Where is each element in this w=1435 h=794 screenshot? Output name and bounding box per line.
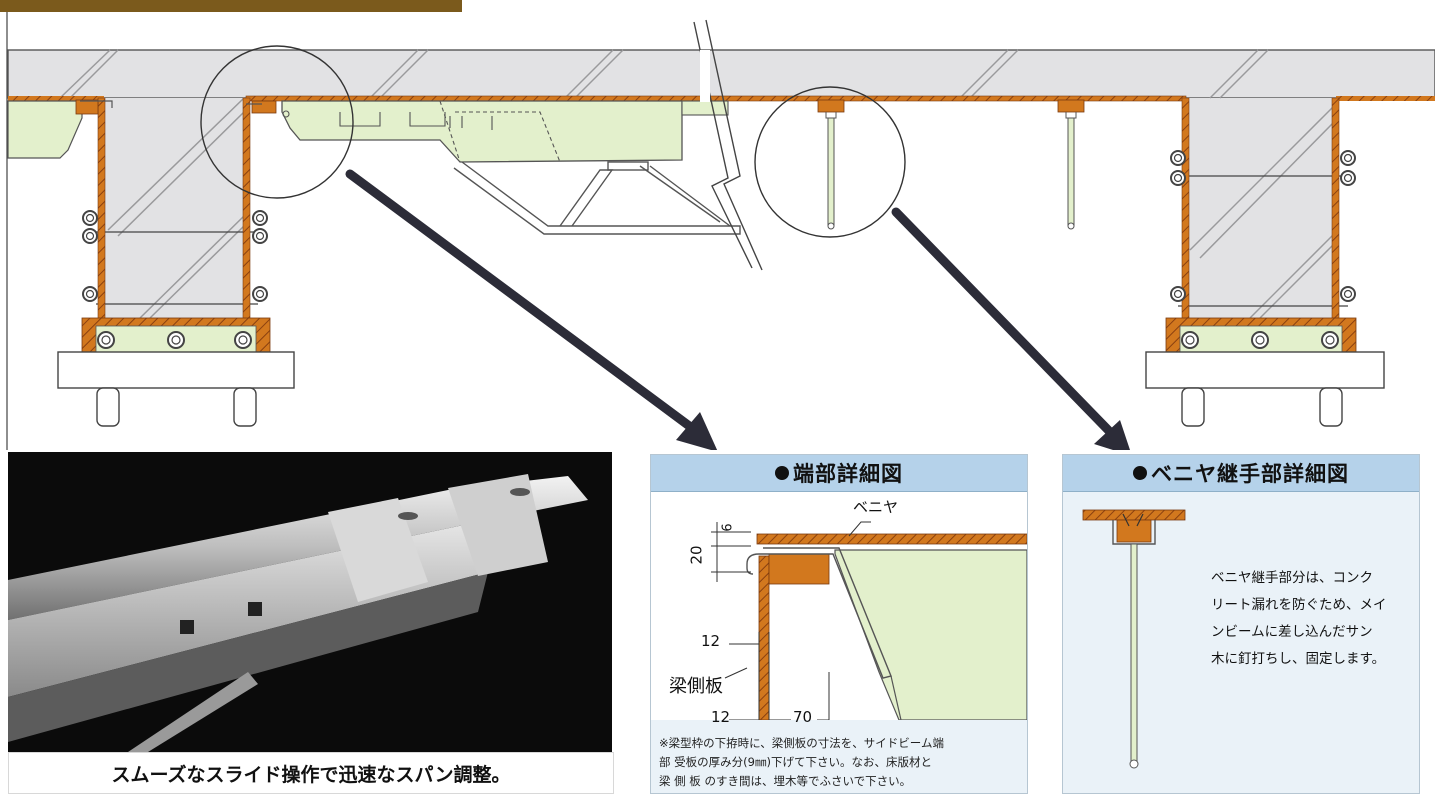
bullet-icon — [775, 466, 789, 480]
left-support-block — [57, 351, 295, 389]
joint-detail-header: ベニヤ継手部詳細図 — [1063, 455, 1419, 492]
left-beam-concrete — [104, 98, 244, 320]
main-beam-hangers — [817, 99, 1085, 230]
left-edge-beam — [7, 100, 83, 159]
top-photo-fragment — [0, 0, 462, 12]
joint-detail-description: ベニヤ継手部分は、コンク リート漏れを防ぐため、メイ ンビームに差し込んだサン … — [1211, 565, 1387, 673]
side-plate-label: 梁側板 — [669, 676, 723, 697]
end-detail-drawing-area: ベニヤ 9 20 12 梁側板 12 70 — [651, 492, 1028, 728]
dim-12-bottom: 12 — [711, 708, 731, 726]
break-line — [693, 21, 753, 269]
steel-pipes — [82, 150, 1356, 349]
end-detail-magnifier — [200, 45, 354, 199]
dim-12-top: 12 — [701, 632, 721, 650]
tie-lines — [96, 175, 1348, 307]
plywood-label: ベニヤ — [853, 498, 899, 516]
joint-detail-magnifier — [754, 86, 906, 238]
formwork-section-drawing — [0, 0, 1435, 450]
end-detail-header: 端部詳細図 — [651, 455, 1027, 492]
slab-plywood — [245, 95, 1187, 102]
joint-detail-drawing — [1082, 509, 1186, 769]
note-line: 部 受板の厚み分(9㎜)下げて下さい。なお、床版材と — [659, 755, 932, 769]
end-detail-note: ※梁型枠の下拵時に、梁側板の寸法を、サイドビーム端 部 受板の厚み分(9㎜)下げ… — [651, 720, 1027, 791]
slide-beam-photo-illustration — [8, 474, 588, 752]
slide-beam-photo — [8, 452, 612, 752]
end-detail-title: 端部詳細図 — [793, 462, 903, 486]
desc-line: リート漏れを防ぐため、メイ — [1211, 597, 1387, 613]
right-beam-concrete — [1188, 98, 1334, 320]
dim-70: 70 — [793, 708, 813, 726]
desc-line: 木に釘打ちし、固定します。 — [1211, 651, 1386, 667]
concrete-hatch — [59, 49, 1335, 319]
left-beam-side-plate-left — [97, 97, 106, 325]
note-line: ※梁型枠の下拵時に、梁側板の寸法を、サイドビーム端 — [659, 736, 944, 750]
end-detail-panel: 端部詳細図 — [650, 454, 1028, 794]
right-beam-side-plate-right — [1331, 97, 1340, 325]
left-beam-side-plate-right — [242, 97, 251, 325]
bullet-icon — [1133, 466, 1147, 480]
desc-line: ンビームに差し込んだサン — [1211, 624, 1373, 640]
photo-caption: スムーズなスライド操作で迅速なスパン調整。 — [8, 752, 614, 794]
dim-20: 20 — [687, 545, 706, 565]
slide-beam-truss — [453, 161, 741, 235]
desc-line: ベニヤ継手部分は、コンク — [1211, 570, 1373, 586]
right-support-block — [1145, 351, 1385, 389]
note-line: 梁 側 板 のすき間は、埋木等でふさいで下さい。 — [659, 774, 912, 788]
joint-detail-title: ベニヤ継手部詳細図 — [1151, 462, 1349, 486]
slide-beam — [281, 100, 683, 163]
joint-detail-panel: ベニヤ継手部詳細図 ベニヤ継手部分は、コンク リート漏れを防ぐため、メイ ンビー… — [1062, 454, 1420, 794]
detail-arrows — [345, 169, 1117, 439]
dim-9: 9 — [717, 523, 733, 532]
